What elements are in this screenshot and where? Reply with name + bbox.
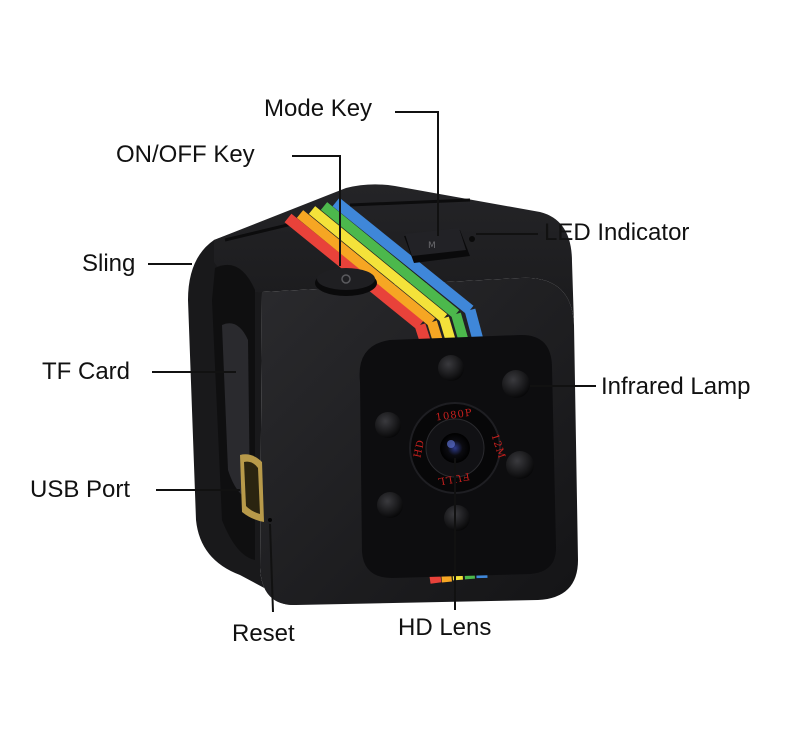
label-reset: Reset (232, 620, 295, 647)
label-usb-port: USB Port (30, 476, 131, 503)
infrared-lamps (375, 355, 534, 531)
label-infrared-lamp: Infrared Lamp (601, 373, 751, 400)
svg-text:M: M (428, 241, 436, 251)
on-off-key (315, 268, 377, 296)
leader-lines (148, 111, 596, 613)
led-indicator (469, 236, 475, 242)
reset-hole (268, 518, 272, 522)
label-led-indicator: LED Indicator (544, 219, 690, 246)
usb-port (240, 454, 264, 522)
mode-key: M (404, 228, 470, 263)
lens-text-left: HD (412, 438, 427, 459)
label-sling: Sling (82, 250, 136, 277)
label-tf-card: TF Card (42, 358, 131, 385)
lens-text-top: 1080P (435, 408, 473, 424)
rainbow-stripe-top (284, 197, 474, 330)
label-hd-lens: HD Lens (398, 614, 492, 641)
hd-lens: 1080P HD 12M FULL (409, 402, 507, 494)
label-mode-key: Mode Key (264, 95, 373, 122)
label-on-off-key: ON/OFF Key (116, 141, 255, 168)
